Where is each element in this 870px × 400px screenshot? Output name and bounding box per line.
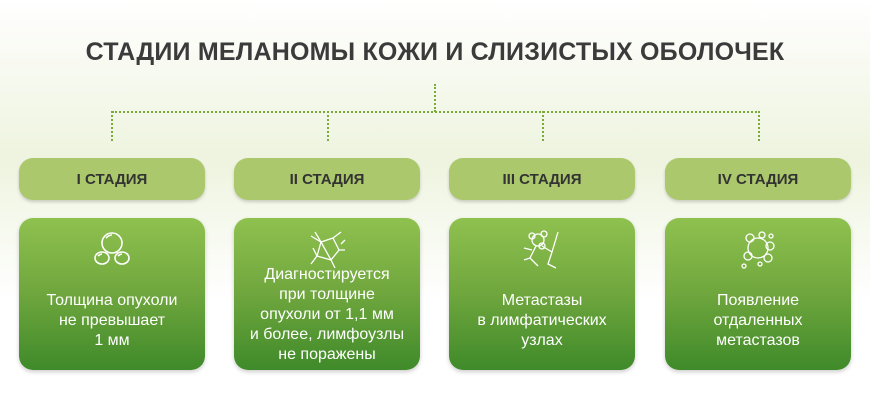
description-line: метастазов [716, 332, 800, 349]
description-line: 1 мм [94, 332, 130, 349]
stage-description: Метастазы в лимфатических узлах [449, 280, 635, 362]
connector-horizontal [112, 111, 760, 113]
lymph-node-icon [523, 230, 559, 269]
description-line: Диагностируется [264, 266, 390, 283]
description-line: не поражены [278, 346, 376, 363]
description-line: не превышает [58, 312, 166, 329]
description-line: Толщина опухоли [46, 292, 178, 309]
description-line: отдаленных [713, 312, 803, 329]
description-line: Появление [716, 292, 800, 309]
description-line: при толщине [279, 286, 375, 303]
connector-branch-3 [542, 111, 544, 141]
stage-label: II СТАДИЯ [234, 158, 420, 200]
connector-branch-4 [758, 111, 760, 141]
stage-label: I СТАДИЯ [19, 158, 205, 200]
description-line: Метастазы [501, 292, 583, 309]
stage-card: Появление отдаленных метастазов [665, 218, 851, 370]
tissue-network-icon [310, 231, 346, 269]
stage-description: Диагностируется при толщине опухоли от 1… [234, 266, 420, 363]
description-line: опухоли от 1,1 мм [260, 306, 394, 323]
stage-description: Толщина опухоли не превышает 1 мм [19, 280, 205, 362]
page-title: СТАДИИ МЕЛАНОМЫ КОЖИ И СЛИЗИСТЫХ ОБОЛОЧЕ… [85, 38, 785, 66]
stage-label: IV СТАДИЯ [665, 158, 851, 200]
stage-card: Метастазы в лимфатических узлах [449, 218, 635, 370]
cells-icon [94, 232, 130, 265]
connector-branch-2 [327, 111, 329, 141]
stage-card: Диагностируется при толщине опухоли от 1… [234, 218, 420, 370]
connector-branch-1 [111, 111, 113, 141]
description-line: в лимфатических [477, 312, 607, 329]
stage-card: Толщина опухоли не превышает 1 мм [19, 218, 205, 370]
stage-label: III СТАДИЯ [449, 158, 635, 200]
stage-description: Появление отдаленных метастазов [665, 280, 851, 362]
description-line: и более, лимфоузлы [249, 326, 405, 343]
description-line: узлах [521, 332, 563, 349]
connector-trunk [434, 84, 436, 112]
metastasis-cluster-icon [741, 231, 775, 269]
